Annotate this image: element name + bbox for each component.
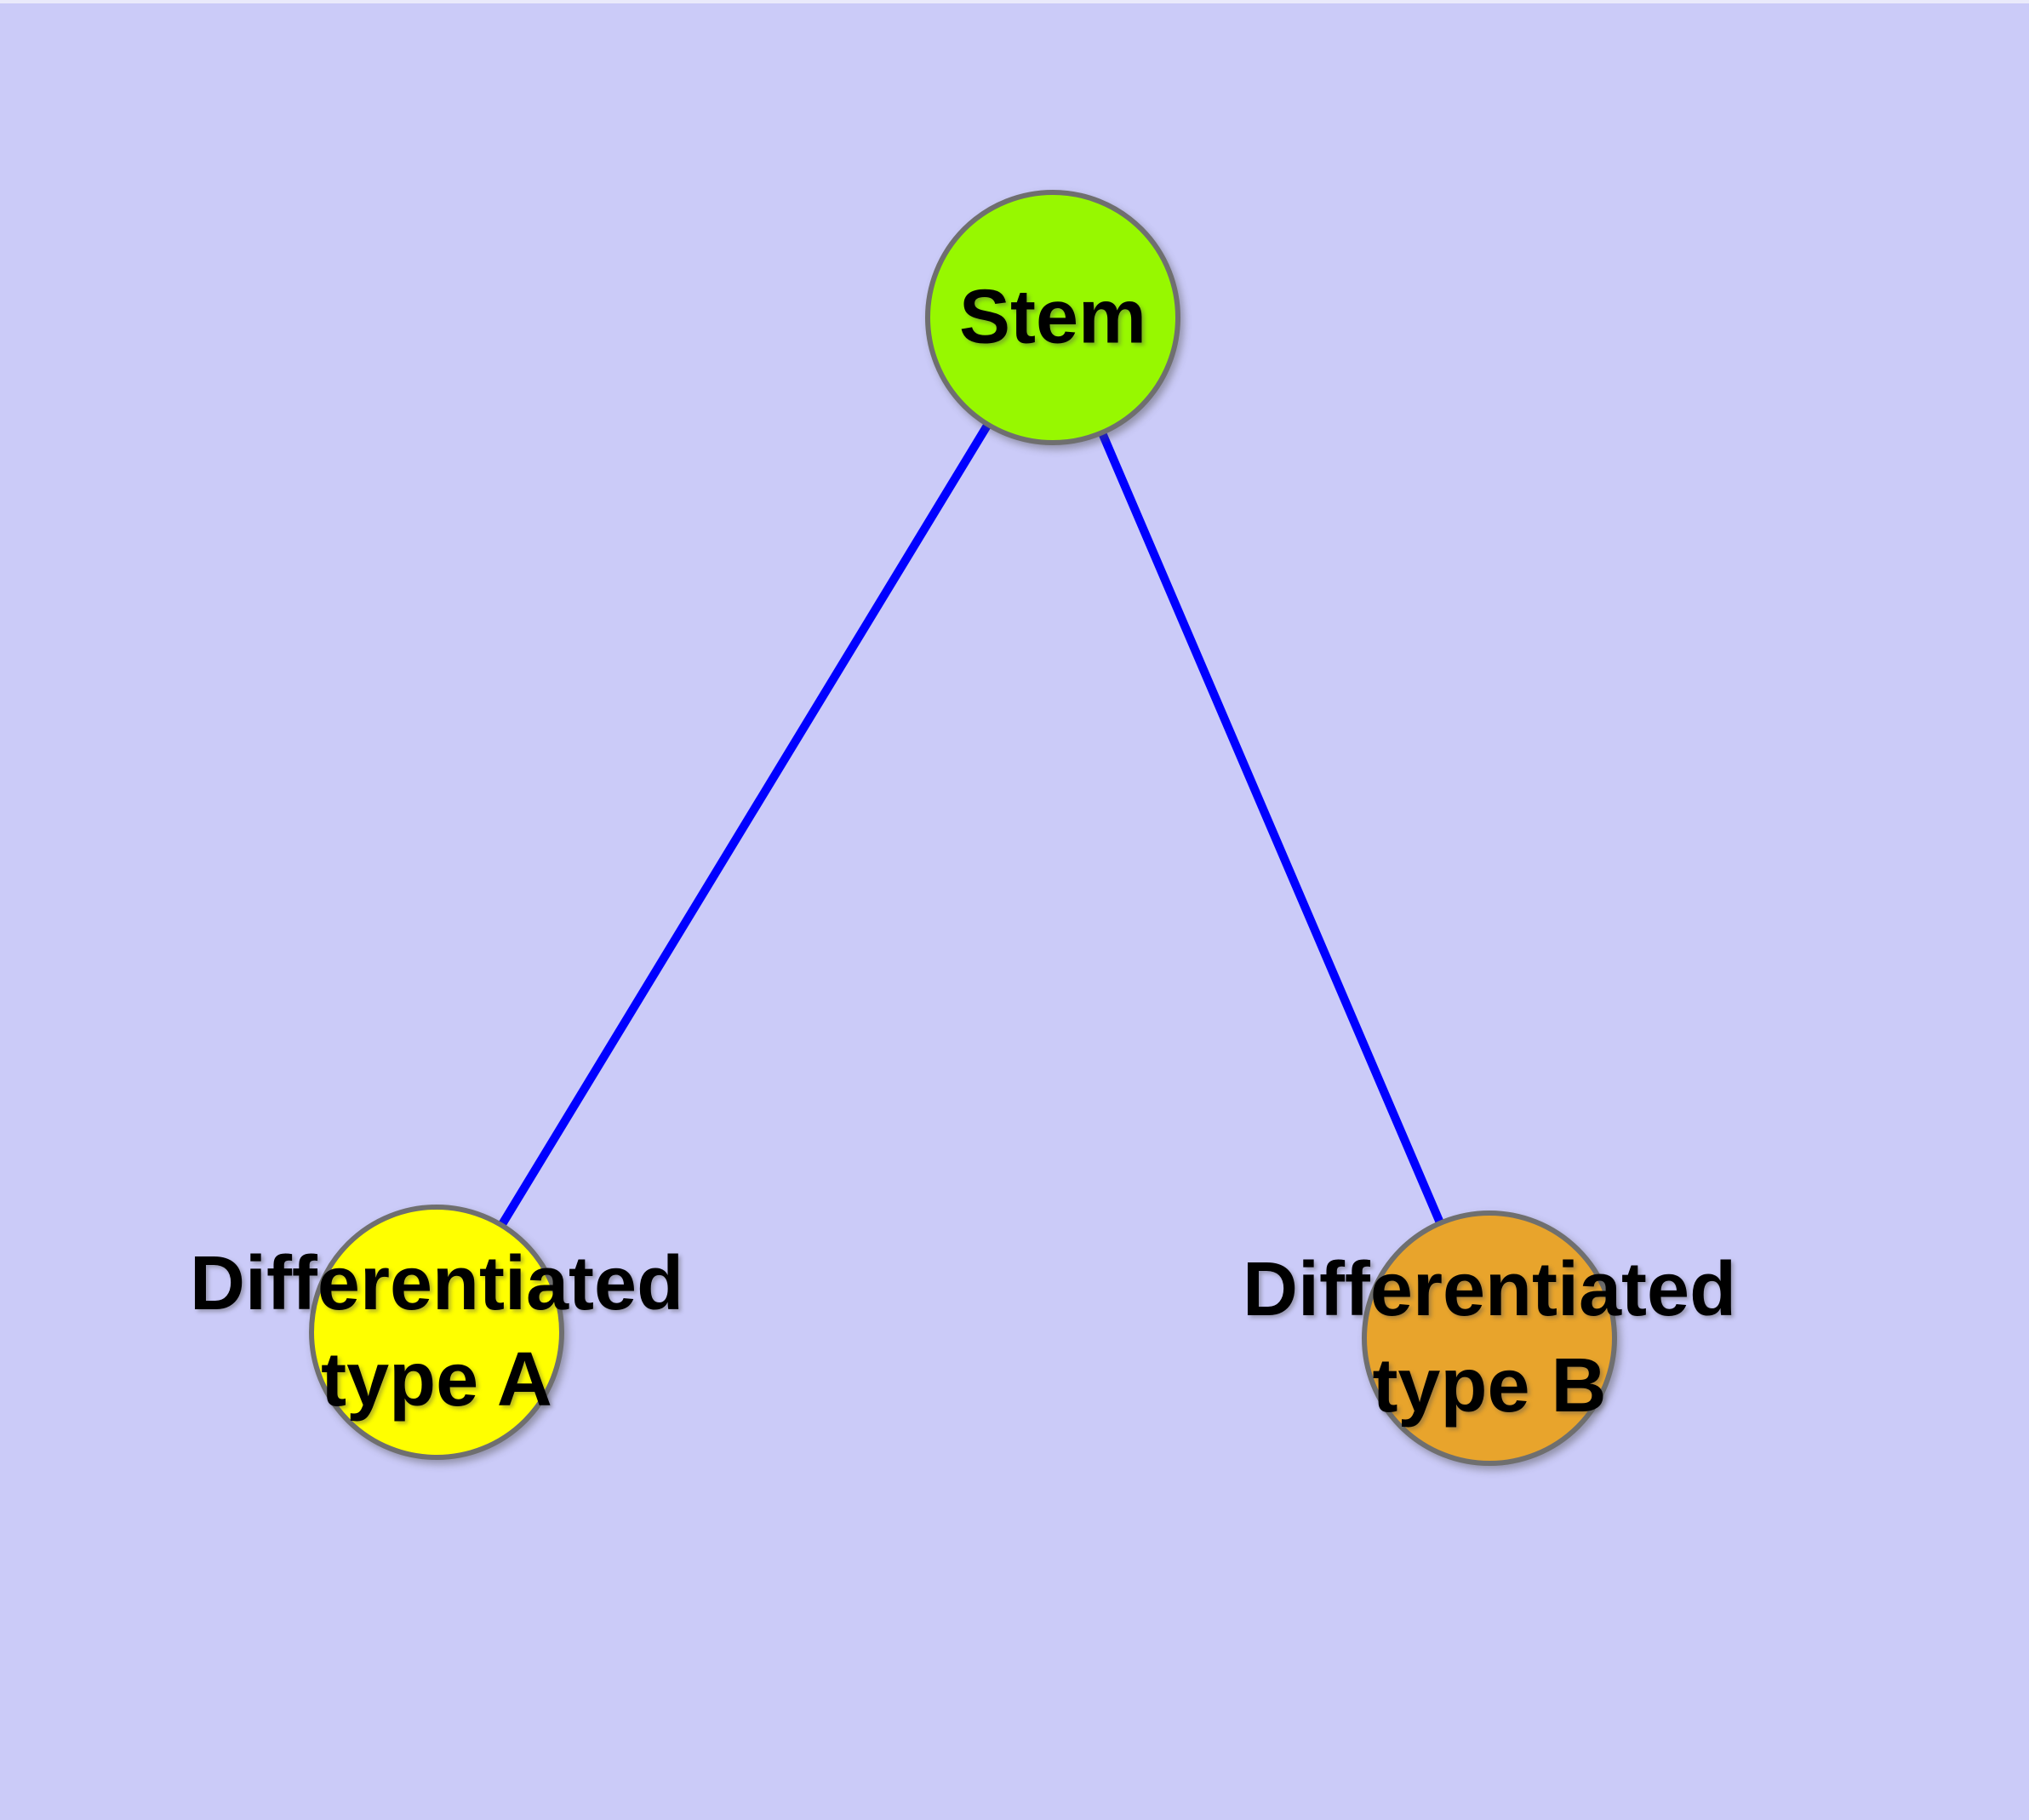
node-stem: Stem [925, 190, 1180, 445]
edge-stem-to-diff-a [432, 315, 1057, 1335]
edge-stem-to-diff-b [1049, 316, 1494, 1340]
canvas-top-edge [0, 0, 2029, 3]
node-differentiated-type-b: Differentiated type B [1243, 1210, 1736, 1466]
node-differentiated-type-a: Differentiated type A [190, 1205, 683, 1460]
node-stem-label: Stem [958, 274, 1147, 360]
